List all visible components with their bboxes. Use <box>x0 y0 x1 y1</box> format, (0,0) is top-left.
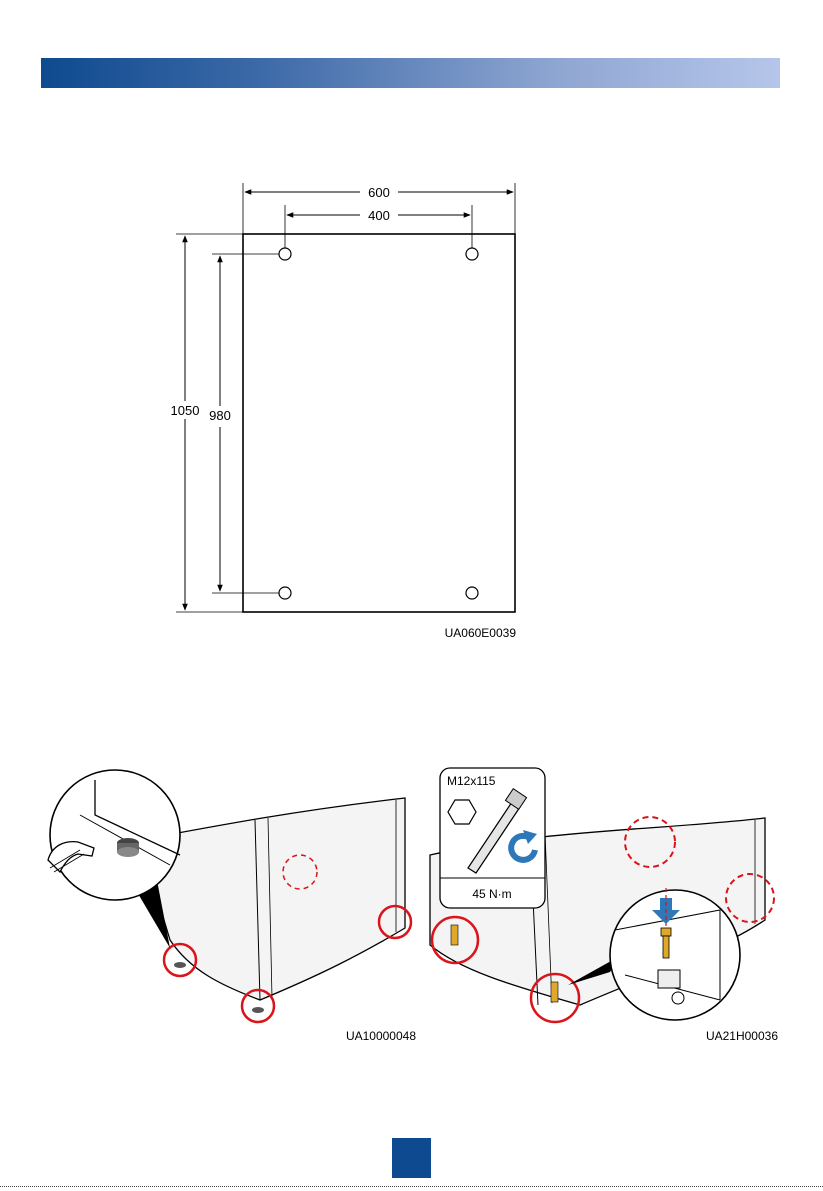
leveling-foot-icon <box>117 838 139 857</box>
mounting-hole <box>466 587 478 599</box>
mounting-hole-diagram: 600 400 1050 980 UA060E0039 <box>150 175 550 645</box>
anchor-bolt-illustration: M12x115 45 N·m UA21H00036 <box>420 760 790 1060</box>
torque-label: 45 N·m <box>472 887 511 901</box>
figure-code: UA060E0039 <box>445 626 517 640</box>
dim-label-600: 600 <box>368 185 390 200</box>
mounting-hole <box>279 587 291 599</box>
figure-code: UA21H00036 <box>706 1029 778 1043</box>
mounting-hole <box>466 248 478 260</box>
figure-code: UA10000048 <box>346 1029 416 1043</box>
header-bar <box>41 58 780 88</box>
dim-label-1050: 1050 <box>171 403 200 418</box>
tool-spec-panel: M12x115 45 N·m <box>440 768 545 908</box>
leveling-feet-illustration: UA10000048 <box>20 760 420 1060</box>
dim-label-980: 980 <box>209 408 231 423</box>
bottom-rule <box>0 1186 823 1187</box>
dim-label-400: 400 <box>368 208 390 223</box>
page-number-box <box>392 1138 431 1178</box>
cabinet-footprint <box>243 234 515 612</box>
bolt-spec-label: M12x115 <box>447 774 496 788</box>
mounting-hole <box>279 248 291 260</box>
